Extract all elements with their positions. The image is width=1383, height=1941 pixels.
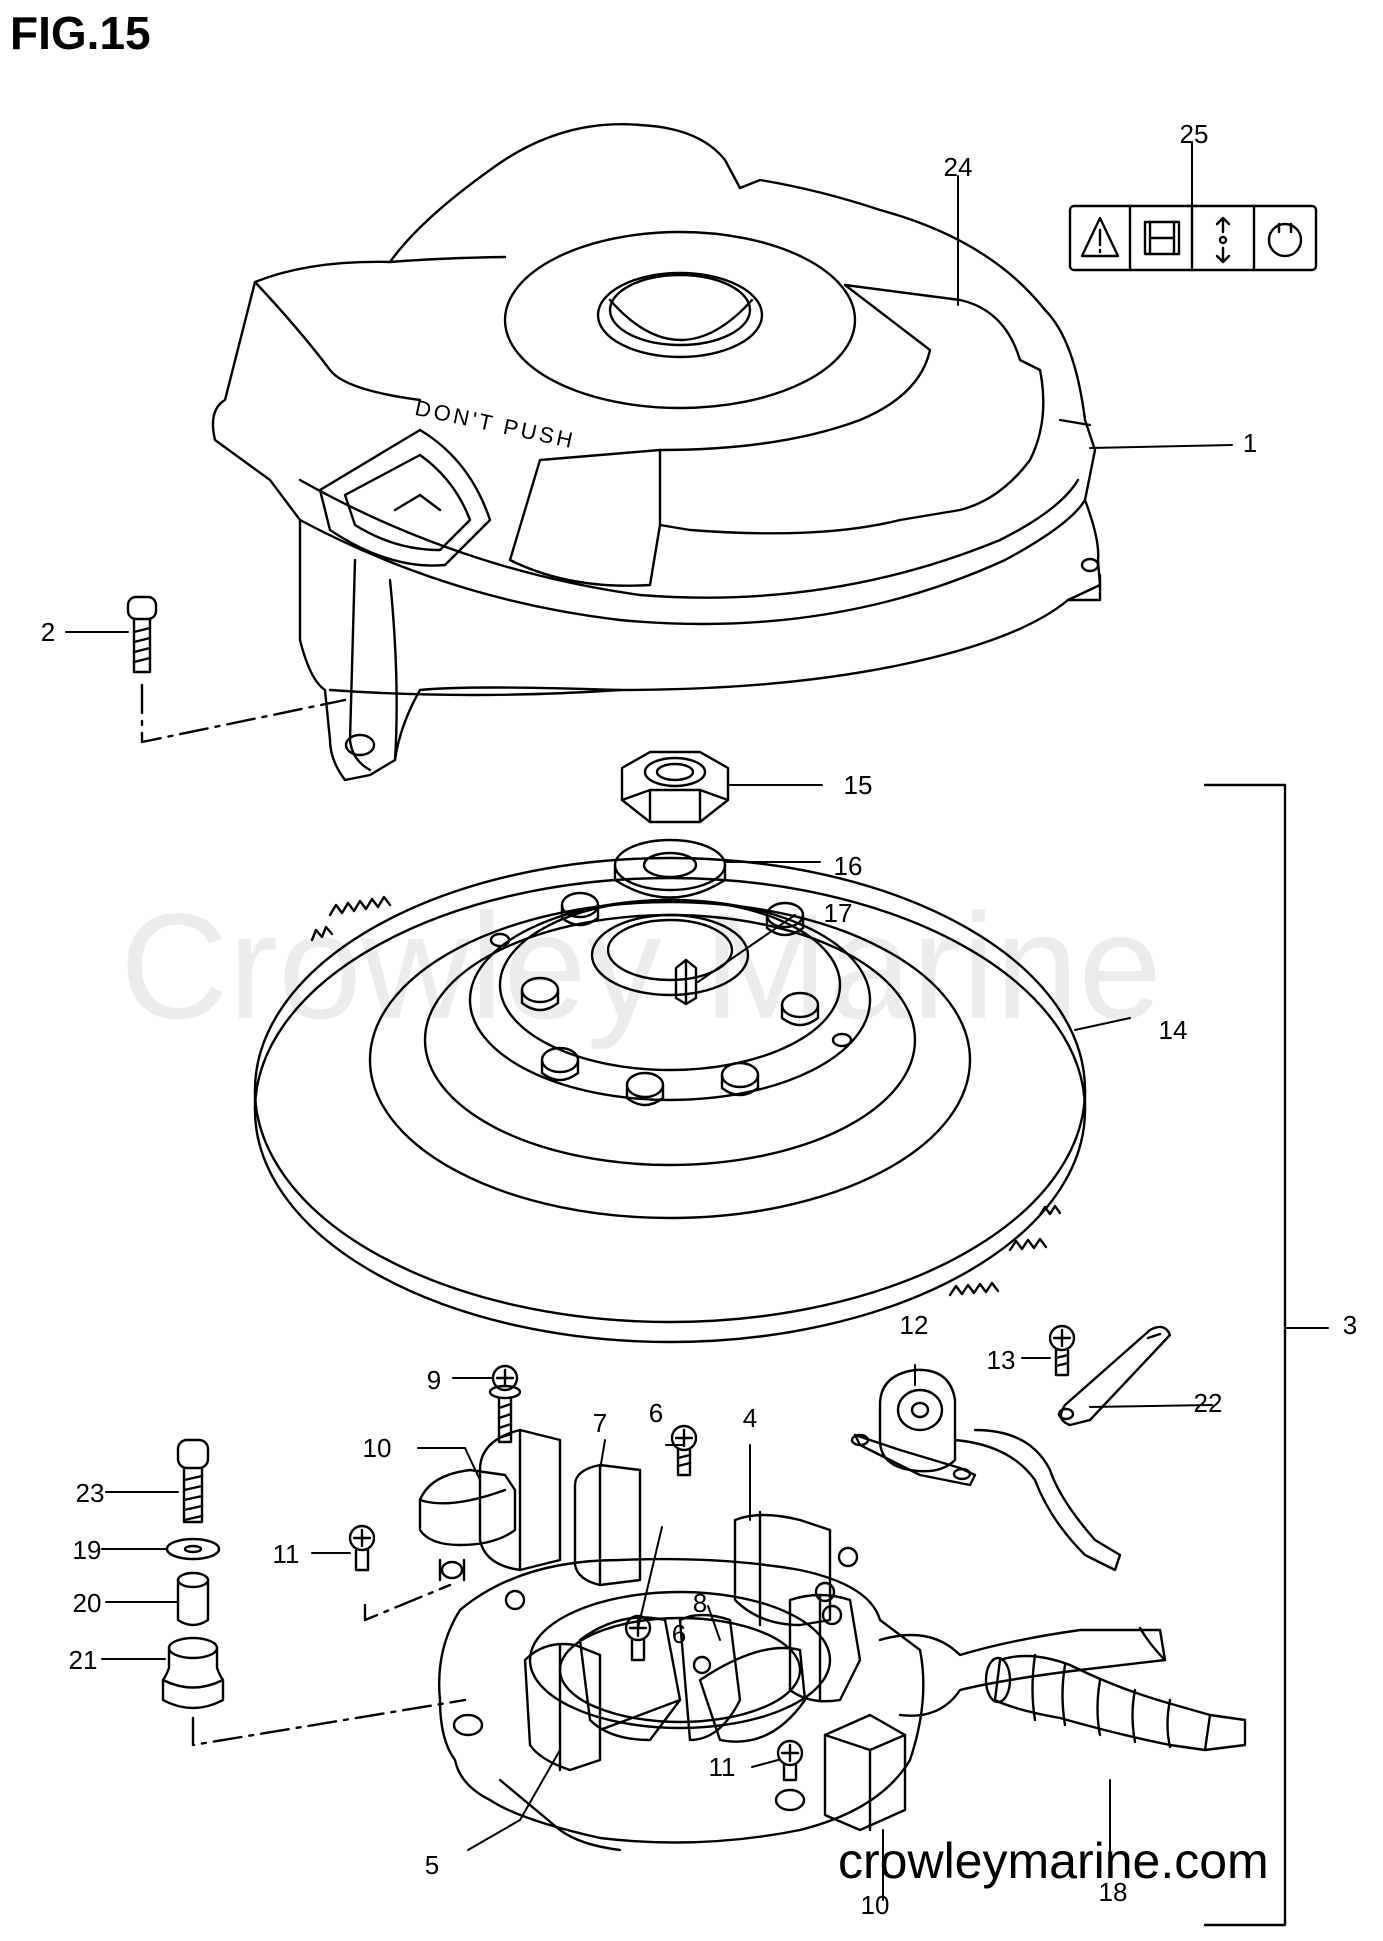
manual-book-icon bbox=[1143, 220, 1181, 256]
protector-tube-18 bbox=[984, 1653, 1247, 1752]
key-17 bbox=[674, 958, 698, 1006]
callout-22: 22 bbox=[1193, 1388, 1223, 1418]
callout-18: 18 bbox=[1098, 1877, 1128, 1907]
callout-11-right: 11 bbox=[708, 1752, 736, 1782]
exciter-coil-12 bbox=[850, 1368, 1122, 1572]
callout-7: 7 bbox=[592, 1408, 608, 1438]
callout-25: 25 bbox=[1179, 119, 1209, 149]
callout-4: 4 bbox=[742, 1403, 758, 1433]
callout-2: 2 bbox=[40, 617, 56, 647]
callout-11-left: 11 bbox=[272, 1539, 300, 1569]
up-down-arrow-icon bbox=[1215, 216, 1231, 264]
callout-13: 13 bbox=[986, 1345, 1016, 1375]
key-switch-icon bbox=[1267, 222, 1303, 258]
callout-17: 17 bbox=[823, 898, 853, 928]
screw-6-upper bbox=[670, 1424, 698, 1477]
callout-19: 19 bbox=[72, 1535, 102, 1565]
pulser-coil-10 bbox=[418, 1468, 517, 1582]
bracket-22 bbox=[1057, 1325, 1172, 1427]
warning-triangle-icon bbox=[1080, 216, 1120, 258]
callout-21: 21 bbox=[68, 1645, 98, 1675]
nut-15 bbox=[620, 750, 730, 824]
callout-8: 8 bbox=[692, 1588, 708, 1618]
bolt-2 bbox=[126, 595, 347, 744]
callout-6-lower: 6 bbox=[671, 1619, 687, 1649]
callout-20: 20 bbox=[72, 1588, 102, 1618]
callout-16: 16 bbox=[833, 851, 863, 881]
callout-9: 9 bbox=[426, 1365, 442, 1395]
figure-title: FIG.15 bbox=[10, 7, 151, 59]
bolt-23 bbox=[176, 1438, 210, 1524]
callout-15: 15 bbox=[843, 770, 873, 800]
flywheel-cover bbox=[211, 123, 1102, 782]
screw-11-left bbox=[348, 1524, 452, 1622]
screw-13 bbox=[1048, 1324, 1076, 1377]
grommet-21 bbox=[161, 1636, 225, 1710]
screw-11-right bbox=[776, 1739, 804, 1782]
callout-5: 5 bbox=[424, 1850, 440, 1880]
mount-guide-line bbox=[191, 1698, 467, 1747]
collar-20 bbox=[176, 1571, 210, 1627]
callout-12: 12 bbox=[899, 1310, 929, 1340]
callout-10-lower: 10 bbox=[860, 1890, 890, 1920]
leader-lines bbox=[65, 142, 1329, 1901]
stator-assembly bbox=[438, 1428, 1167, 1852]
callout-6-upper: 6 bbox=[648, 1398, 664, 1428]
callout-24: 24 bbox=[943, 152, 973, 182]
washer-19 bbox=[165, 1537, 221, 1561]
site-url: crowleymarine.com bbox=[838, 1833, 1269, 1889]
callout-1: 1 bbox=[1242, 428, 1258, 458]
flywheel-14 bbox=[253, 856, 1087, 1344]
watermark: Crowley Marine bbox=[120, 882, 1162, 1050]
washer-16 bbox=[613, 838, 727, 899]
caution-decal bbox=[1068, 204, 1318, 272]
callout-3: 3 bbox=[1342, 1310, 1358, 1340]
callout-10-upper: 10 bbox=[362, 1433, 392, 1463]
callout-14: 14 bbox=[1158, 1015, 1188, 1045]
assembly-3-bracket bbox=[1203, 783, 1287, 1927]
callout-23: 23 bbox=[75, 1478, 105, 1508]
